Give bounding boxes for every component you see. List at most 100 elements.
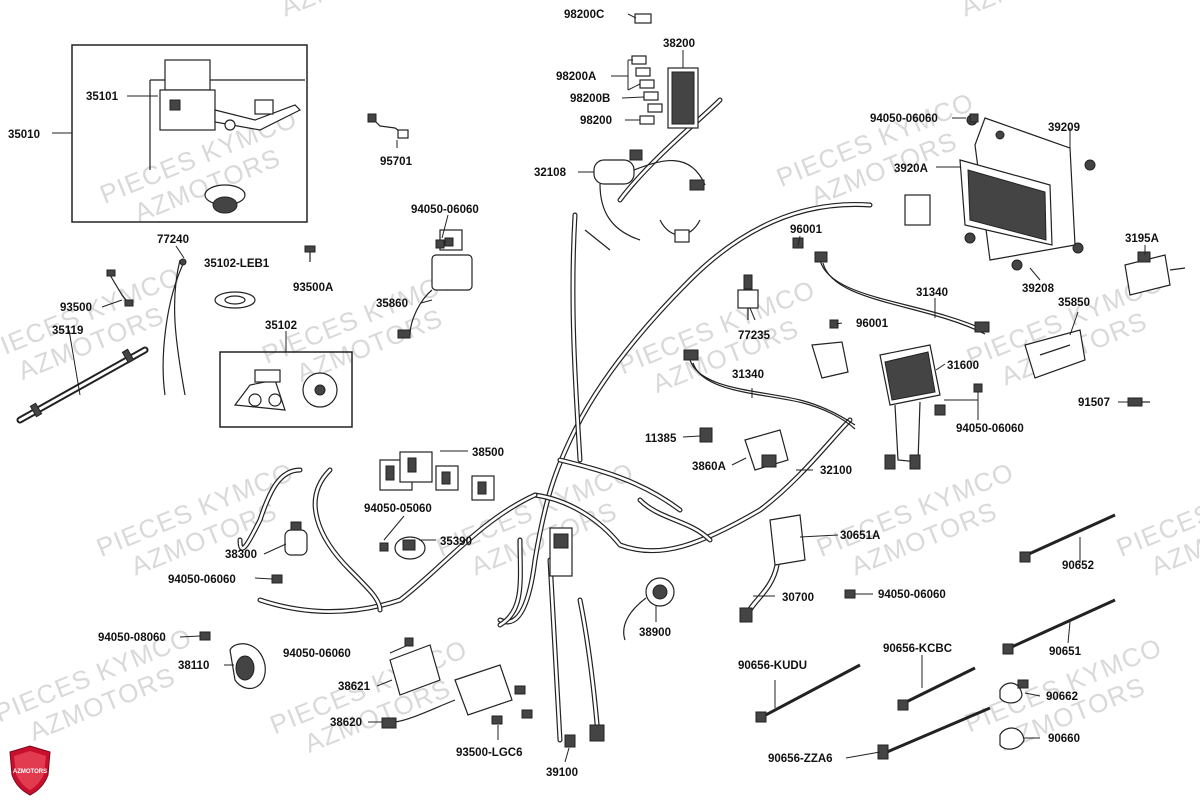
relay-3860a [744,429,789,471]
part-label-90652: 90652 [1062,560,1094,572]
cable-31340-upper [814,251,990,335]
part-label-94050-06060-d: 94050-06060 [168,574,236,586]
part-label-35850: 35850 [1058,297,1090,309]
part-label-90651: 90651 [1049,646,1082,658]
part-label-38300: 38300 [225,549,257,561]
relay-38300 [284,521,308,556]
cable-77240 [162,258,187,396]
sensor-77235 [737,274,759,320]
switch-set-38500 [379,451,495,501]
horn-38110 [199,631,266,689]
clip-90662 [999,679,1029,704]
band-90656-kcbc [897,666,976,711]
watermark: PIECES KYMCO AZMOTORS [614,274,820,399]
part-label-98200a: 98200A [556,71,596,83]
sensor-39100 [549,527,605,748]
part-label-91507: 91507 [1078,397,1110,409]
bolt-93500 [106,269,134,307]
lock-ring-35102-leb1 [214,291,256,309]
part-label-93500a: 93500A [293,282,333,294]
band-90651 [1002,598,1116,655]
part-label-30651a: 30651A [840,530,880,542]
part-label-35119: 35119 [52,325,83,337]
part-label-38500: 38500 [472,447,504,459]
watermark: PIECES KYMCO AZMOTORS [772,86,978,211]
part-label-90660: 90660 [1048,733,1080,745]
nut-94050-05060 [379,542,389,552]
clamp-11385 [699,427,713,443]
connector-95701 [367,113,409,139]
band-90656-kudu [755,663,861,723]
connector-38900 [623,577,675,641]
part-label-3920a: 3920A [894,163,928,175]
clip-96001-upper [792,237,804,249]
nut-94050-06060-c [973,383,983,393]
part-label-30700: 30700 [782,592,814,604]
watermark: PIECES KYMCO AZMOTORS [92,456,298,581]
strap-35119 [16,346,149,424]
part-label-38200: 38200 [663,38,695,50]
clip-90660 [999,727,1025,750]
part-label-38620: 38620 [330,717,362,729]
part-label-38110: 38110 [178,660,209,672]
ignition-switch-set-35010 [71,44,308,223]
part-label-94050-06060-a: 94050-06060 [411,204,479,216]
nut-94050-06060-b [969,113,979,123]
part-label-95701: 95701 [380,156,413,168]
part-label-11385: 11385 [645,433,677,445]
part-label-94050-06060-f: 94050-06060 [283,648,351,660]
part-label-90656-kudu: 90656-KUDU [738,660,807,672]
part-labels: 35010 35101 77240 35102-LEB1 93500 93500… [8,9,1159,779]
part-label-35010: 35010 [8,129,40,141]
part-label-98200b: 98200B [570,93,610,105]
part-label-38621: 38621 [338,681,371,693]
part-label-93500-lgc6: 93500-LGC6 [456,747,522,759]
relay-38620 [381,664,533,729]
part-label-39100: 39100 [546,767,578,779]
nut-94050-06060-d [271,574,283,584]
part-label-77240: 77240 [157,234,189,246]
part-label-38900: 38900 [639,627,671,639]
sub-harness-32108 [584,149,706,251]
part-label-93500: 93500 [60,302,92,314]
part-label-96001-b: 96001 [856,318,889,330]
watermark: AZMOTORS [276,0,431,22]
sensor-35860 [397,229,473,339]
band-90652 [1019,513,1116,563]
part-label-35102: 35102 [265,320,297,332]
nut-94050-06060-a [435,239,445,249]
part-label-35390: 35390 [440,536,472,548]
part-label-31600: 31600 [947,360,979,372]
part-label-96001-a: 96001 [790,224,823,236]
azmotors-logo: AZMOTORS [9,745,51,796]
svg-text:AZMOTORS: AZMOTORS [956,0,1111,22]
svg-text:AZMOTORS: AZMOTORS [276,0,431,22]
part-label-77235: 77235 [738,330,771,342]
part-label-32100: 32100 [820,465,852,477]
part-label-35860: 35860 [376,298,408,310]
part-label-90656-kcbc: 90656-KCBC [883,643,952,655]
part-label-3195a: 3195A [1125,233,1159,245]
part-label-32108: 32108 [534,167,567,179]
part-label-39209: 39209 [1048,122,1080,134]
part-label-90662: 90662 [1046,691,1078,703]
part-label-3860a: 3860A [692,461,726,473]
horn-switch-35390 [394,536,426,560]
part-label-39208: 39208 [1022,283,1055,295]
ecu-39209 [904,114,1096,271]
part-label-31340-b: 31340 [732,369,764,381]
part-label-94050-06060-e: 94050-06060 [878,589,946,601]
part-label-94050-05060: 94050-05060 [364,503,432,515]
part-label-90656-zza6: 90656-ZZA6 [768,753,833,765]
sensor-3195a [1124,251,1186,296]
part-label-94050-06060-c: 94050-06060 [956,423,1024,435]
cable-31340-lower [683,349,856,430]
part-label-35102-leb1: 35102-LEB1 [204,258,270,270]
switch-96001-lower [811,319,849,379]
bolt-93500a [304,245,316,262]
wiring-harness-32100 [237,97,873,743]
watermark: PIECES KYMCO AZMOTORS [1112,456,1200,581]
bolt-91507 [1127,397,1150,407]
